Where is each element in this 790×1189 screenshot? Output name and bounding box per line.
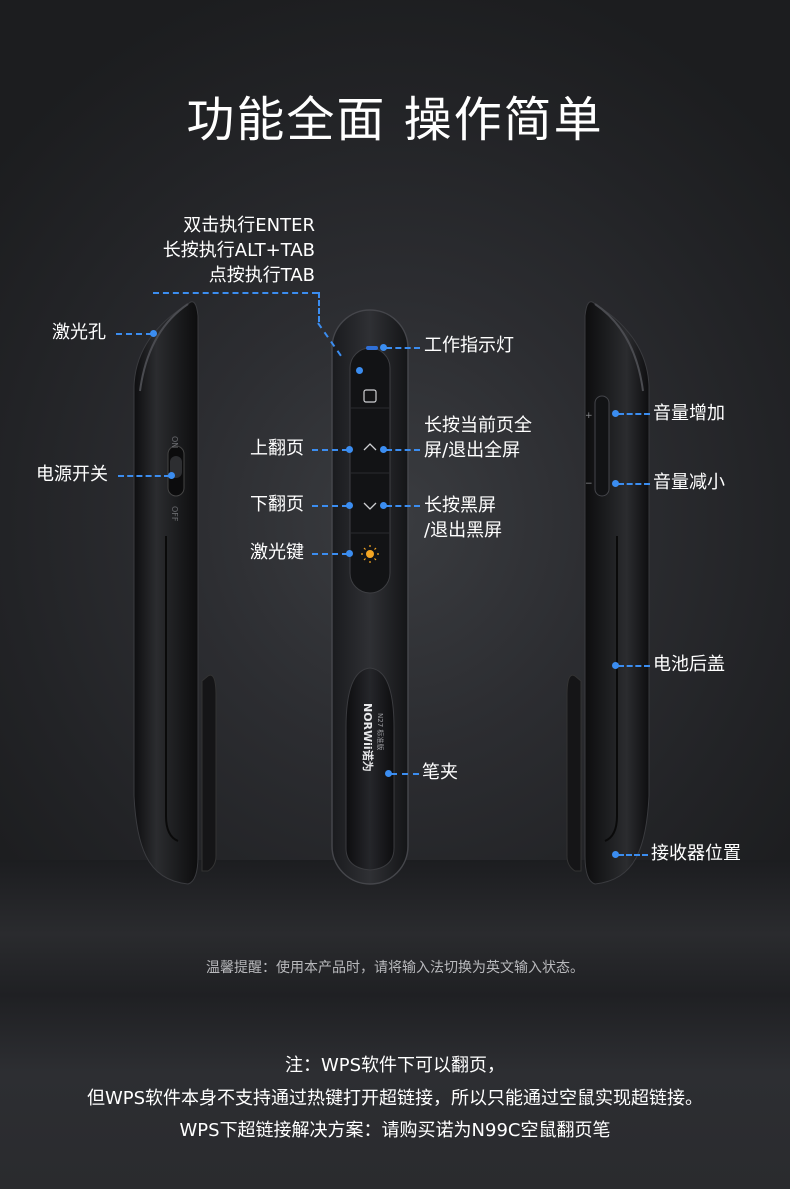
receiver-label: 接收器位置	[651, 843, 741, 864]
indicator-dot	[380, 344, 387, 351]
receiver-leader	[618, 854, 648, 856]
page-down-leader	[312, 505, 348, 507]
page-down-label: 下翻页	[250, 494, 304, 515]
page-up-dot	[346, 446, 353, 453]
blackscreen-label-line1: 长按黑屏	[424, 495, 496, 516]
clip-label: 笔夹	[422, 762, 458, 783]
notes-panel	[0, 995, 790, 1189]
note-line-2: 但WPS软件本身不支持通过热键打开超链接，所以只能通过空鼠实现超链接。	[86, 1088, 704, 1109]
vol-minus-text: −	[585, 479, 593, 489]
right-side-view-device: + −	[566, 301, 650, 885]
indicator-leader	[386, 347, 420, 349]
laser-key-dot	[346, 550, 353, 557]
laser-hole-leader	[116, 333, 152, 335]
vol-up-leader	[618, 413, 650, 415]
switch-off-text: OFF	[170, 506, 179, 522]
battery-cover-dot	[612, 662, 619, 669]
fullscreen-dot	[380, 446, 387, 453]
power-switch-leader	[118, 475, 170, 477]
page-title: 功能全面 操作简单	[186, 92, 604, 148]
clip-dot	[385, 770, 392, 777]
switch-on-text: ON	[170, 436, 179, 448]
enter-label-line1: 双击执行ENTER	[183, 215, 315, 236]
vol-up-dot	[612, 410, 619, 417]
fullscreen-label-line1: 长按当前页全	[424, 415, 532, 436]
left-side-view-device: ON OFF	[133, 301, 217, 885]
vol-down-label: 音量减小	[653, 472, 725, 493]
input-method-tip: 温馨提醒：使用本产品时，请将输入法切换为英文输入状态。	[206, 960, 584, 976]
blackscreen-leader	[386, 505, 420, 507]
laser-hole-label: 激光孔	[52, 322, 106, 343]
clip-leader	[391, 773, 419, 775]
laser-key-label: 激光键	[250, 542, 304, 563]
receiver-dot	[612, 851, 619, 858]
vol-down-dot	[612, 480, 619, 487]
power-switch-label: 电源开关	[36, 464, 108, 485]
blackscreen-label-line2: /退出黑屏	[424, 520, 503, 541]
note-line-1: 注：WPS软件下可以翻页，	[284, 1055, 506, 1076]
indicator-label: 工作指示灯	[424, 335, 514, 356]
front-view-device: NORWii诺为 N27 标准版	[331, 309, 409, 885]
laser-hole-dot	[150, 330, 157, 337]
model-text: N27 标准版	[376, 713, 385, 750]
enter-label-line2: 长按执行ALT+TAB	[162, 240, 315, 261]
note-line-3: WPS下超链接解决方案：请购买诺为N99C空鼠翻页笔	[179, 1120, 611, 1141]
vol-down-leader	[618, 483, 650, 485]
battery-cover-leader	[618, 665, 650, 667]
enter-leader-h	[153, 292, 318, 294]
fullscreen-leader	[386, 449, 420, 451]
vol-up-label: 音量增加	[653, 403, 725, 424]
blackscreen-dot	[380, 502, 387, 509]
fullscreen-label-line2: 屏/退出全屏	[424, 440, 521, 461]
enter-label-line3: 点按执行TAB	[208, 265, 315, 286]
page-down-dot	[346, 502, 353, 509]
vol-plus-text: +	[585, 411, 593, 421]
enter-leader-v	[318, 292, 320, 322]
laser-key-leader	[312, 553, 348, 555]
floor-reflection	[0, 860, 790, 995]
battery-cover-label: 电池后盖	[653, 654, 725, 675]
power-switch-dot	[168, 472, 175, 479]
page-up-label: 上翻页	[250, 438, 304, 459]
enter-leader-dot	[356, 367, 363, 374]
page-up-leader	[312, 449, 348, 451]
brand-logo-text: NORWii诺为	[361, 703, 375, 772]
